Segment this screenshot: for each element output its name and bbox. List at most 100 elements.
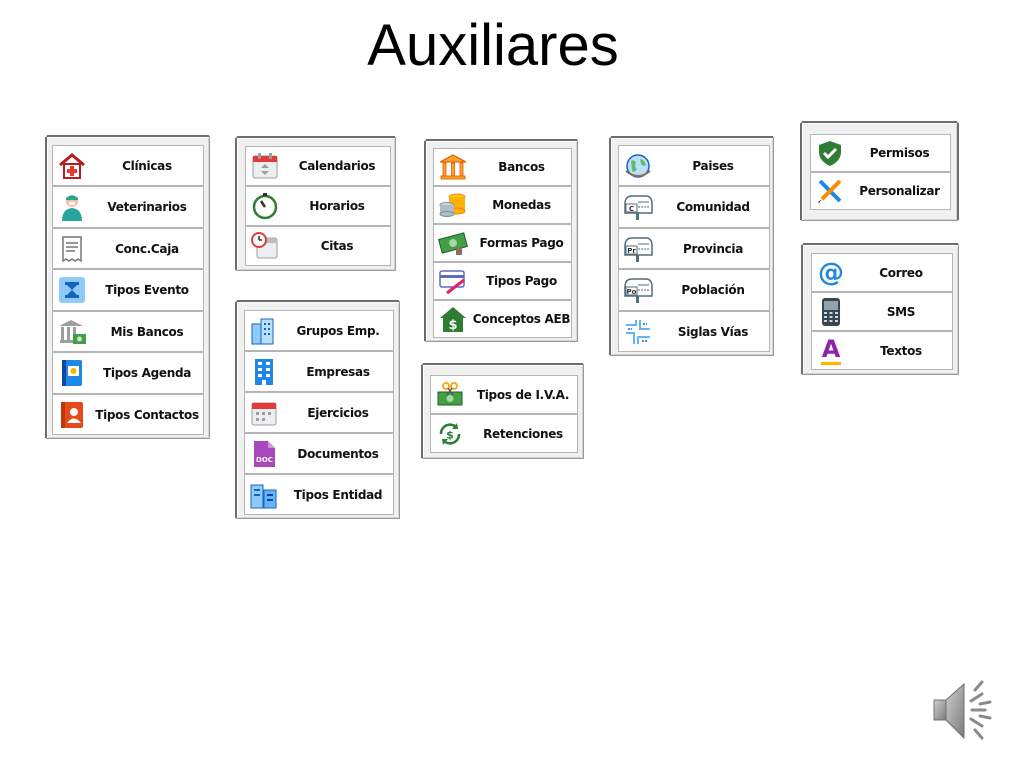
correo-label: Correo bbox=[879, 265, 923, 280]
payment-card-icon bbox=[434, 263, 472, 299]
text-a-icon: A bbox=[821, 334, 841, 365]
tipos-pago-button[interactable]: Tipos Pago bbox=[433, 262, 572, 300]
sms-label: SMS bbox=[886, 304, 916, 319]
monedas-button[interactable]: Monedas bbox=[433, 186, 572, 224]
panel-messaging: @ Correo SMS A Textos bbox=[801, 243, 959, 375]
grupos-emp-button[interactable]: Grupos Emp. bbox=[244, 310, 394, 351]
ejercicios-button[interactable]: Ejercicios bbox=[244, 392, 394, 433]
tipos-agenda-button[interactable]: Tipos Agenda bbox=[52, 352, 204, 394]
formas-pago-label: Formas Pago bbox=[479, 236, 564, 250]
personalizar-button[interactable]: Personalizar bbox=[810, 172, 951, 210]
veterinarios-label: Veterinarios bbox=[107, 200, 187, 214]
permisos-button[interactable]: Permisos bbox=[810, 134, 951, 172]
bancos-button[interactable]: Bancos bbox=[433, 148, 572, 186]
retenciones-label: Retenciones bbox=[483, 426, 563, 441]
mailbox-po-icon: Po bbox=[619, 270, 657, 310]
conc-caja-button[interactable]: Conc.Caja bbox=[52, 228, 204, 269]
panel-company: Grupos Emp. Empresas Ejercicios DOC Docu… bbox=[235, 300, 400, 519]
textos-button[interactable]: A Textos bbox=[811, 331, 953, 370]
provincia-button[interactable]: Pr Provincia bbox=[618, 228, 770, 269]
office-building-icon bbox=[245, 352, 283, 391]
correo-button[interactable]: @ Correo bbox=[811, 253, 953, 292]
hospital-icon bbox=[53, 146, 91, 185]
mis-bancos-button[interactable]: Mis Bancos bbox=[52, 311, 204, 352]
monedas-label: Monedas bbox=[492, 198, 551, 212]
siglas-vias-button[interactable]: Siglas Vías bbox=[618, 311, 770, 352]
calendarios-label: Calendarios bbox=[298, 159, 376, 173]
tipos-entidad-button[interactable]: Tipos Entidad bbox=[244, 474, 394, 515]
tipos-iva-button[interactable]: Tipos de I.V.A. bbox=[430, 375, 578, 414]
panel-security: Permisos Personalizar bbox=[800, 121, 959, 221]
poblacion-button[interactable]: Po Población bbox=[618, 269, 770, 311]
tipos-pago-label: Tipos Pago bbox=[486, 274, 557, 288]
doc-file-icon: DOC bbox=[245, 434, 283, 473]
svg-text:Po: Po bbox=[627, 288, 637, 296]
bancos-label: Bancos bbox=[498, 160, 545, 174]
stopwatch-icon bbox=[246, 187, 284, 225]
textos-label: Textos bbox=[880, 343, 922, 358]
coins-icon bbox=[434, 187, 472, 223]
poblacion-label: Población bbox=[681, 283, 745, 297]
grupos-emp-label: Grupos Emp. bbox=[296, 323, 380, 338]
panel-schedule: Calendarios Horarios Citas bbox=[235, 136, 396, 271]
phone-icon bbox=[812, 293, 850, 330]
citas-button[interactable]: Citas bbox=[245, 226, 391, 266]
provincia-label: Provincia bbox=[682, 241, 744, 256]
conceptos-aeb-button[interactable]: $ Conceptos AEB bbox=[433, 300, 572, 338]
svg-text:$: $ bbox=[446, 428, 454, 441]
event-hourglass-icon bbox=[53, 270, 91, 310]
paises-label: Paises bbox=[692, 158, 734, 173]
conc-caja-label: Conc.Caja bbox=[115, 241, 179, 256]
permisos-label: Permisos bbox=[869, 146, 930, 160]
panel-banking: Bancos Monedas Formas Pago Tipos Pago $ … bbox=[424, 139, 578, 342]
retenciones-button[interactable]: $ Retenciones bbox=[430, 414, 578, 453]
horarios-button[interactable]: Horarios bbox=[245, 186, 391, 226]
fiscal-calendar-icon bbox=[245, 393, 283, 432]
comunidad-label: Comunidad bbox=[676, 200, 750, 214]
veterinarios-button[interactable]: Veterinarios bbox=[52, 186, 204, 228]
tipos-evento-button[interactable]: Tipos Evento bbox=[52, 269, 204, 311]
panel-tax: Tipos de I.V.A. $ Retenciones bbox=[421, 363, 584, 459]
bank-icon bbox=[434, 149, 472, 185]
globe-icon bbox=[619, 146, 657, 185]
tipos-contactos-button[interactable]: Tipos Contactos bbox=[52, 394, 204, 435]
calendar-icon bbox=[246, 147, 284, 185]
calendar-clock-icon bbox=[246, 227, 284, 265]
street-map-icon bbox=[619, 312, 657, 351]
sms-button[interactable]: SMS bbox=[811, 292, 953, 331]
at-sign-icon: @ bbox=[818, 257, 844, 288]
mailbox-pr-icon: Pr bbox=[619, 229, 657, 268]
empresas-label: Empresas bbox=[306, 364, 370, 379]
dollar-house-icon: $ bbox=[434, 301, 472, 337]
clinicas-button[interactable]: Clínicas bbox=[52, 145, 204, 186]
svg-text:Pr: Pr bbox=[627, 247, 636, 255]
agenda-book-icon bbox=[53, 353, 91, 393]
tipos-evento-label: Tipos Evento bbox=[105, 283, 189, 297]
tipos-contactos-label: Tipos Contactos bbox=[95, 407, 199, 422]
documentos-label: Documentos bbox=[297, 446, 379, 461]
mis-bancos-label: Mis Bancos bbox=[110, 324, 184, 339]
dollar-refresh-icon: $ bbox=[431, 415, 469, 452]
bank-money-icon bbox=[53, 312, 91, 351]
panel-clinic: Clínicas Veterinarios Conc.Caja Tipos Ev… bbox=[45, 135, 210, 439]
documentos-button[interactable]: DOC Documentos bbox=[244, 433, 394, 474]
tipos-agenda-label: Tipos Agenda bbox=[102, 366, 192, 380]
audio-speaker-icon[interactable] bbox=[930, 676, 1000, 746]
money-scissors-icon bbox=[431, 376, 469, 413]
formas-pago-button[interactable]: Formas Pago bbox=[433, 224, 572, 262]
empresas-button[interactable]: Empresas bbox=[244, 351, 394, 392]
tipos-entidad-label: Tipos Entidad bbox=[293, 487, 383, 502]
tools-icon bbox=[811, 173, 849, 209]
slide-title: Auxiliares bbox=[367, 13, 619, 78]
paises-button[interactable]: Paises bbox=[618, 145, 770, 186]
calendarios-button[interactable]: Calendarios bbox=[245, 146, 391, 186]
ejercicios-label: Ejercicios bbox=[307, 405, 369, 420]
comunidad-button[interactable]: C Comunidad bbox=[618, 186, 770, 228]
svg-text:C: C bbox=[629, 205, 634, 213]
receipt-icon bbox=[53, 229, 91, 268]
tipos-iva-label: Tipos de I.V.A. bbox=[476, 387, 570, 402]
conceptos-aeb-label: Conceptos AEB bbox=[472, 312, 571, 326]
svg-text:DOC: DOC bbox=[256, 456, 273, 464]
mailbox-c-icon: C bbox=[619, 187, 657, 227]
payment-money-icon bbox=[434, 225, 472, 261]
